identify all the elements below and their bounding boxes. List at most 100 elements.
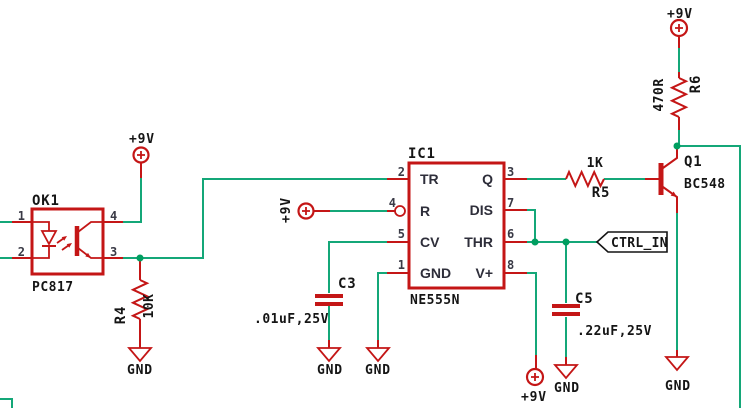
wire-dis-to-thr[interactable]	[527, 209, 536, 242]
r5-value[interactable]: 1K	[587, 156, 604, 171]
resistor-r4-symbol[interactable]: R4 10K	[113, 260, 157, 348]
vcc-topleft-circle-icon	[132, 146, 150, 164]
opto-pin-number-3: 3	[110, 245, 117, 259]
vcc-topright-plus-icon	[675, 24, 683, 32]
ic1-pin-name-tr: TR	[420, 171, 439, 187]
ic1-left-pin-stubs	[387, 178, 409, 274]
ic1-pin-number-4: 4	[389, 196, 396, 210]
ic1-pin-name-thr: THR	[464, 234, 493, 250]
ic1-pin-name-gnd: GND	[420, 265, 451, 281]
ic1-right-pin-stubs	[504, 178, 527, 274]
light-arrow-2-head	[66, 243, 72, 248]
vcc-bottom-label[interactable]: +9V	[521, 390, 547, 405]
r5-zigzag	[565, 169, 605, 189]
q1-value[interactable]: BC548	[684, 177, 726, 192]
vcc-bottom-circle-icon	[525, 367, 545, 387]
gnd-r4-label[interactable]: GND	[127, 363, 153, 378]
vcc-symbol-topright[interactable]: +9V	[667, 7, 693, 48]
capacitor-c3-symbol[interactable]: C3 .01uF,25V	[254, 276, 356, 348]
net-label-ctrl-in[interactable]: CTRL_IN	[595, 231, 668, 253]
junction-dot-thr-c5	[562, 238, 570, 246]
gnd-q1-arrow-icon	[664, 356, 690, 372]
gnd-c3-label[interactable]: GND	[317, 363, 343, 378]
wire-opto-out-to-trigger[interactable]	[123, 178, 387, 259]
ic1-ref[interactable]: IC1	[408, 146, 436, 162]
gnd-q1-label[interactable]: GND	[665, 379, 691, 394]
phototransistor-emitter-arrow	[85, 252, 91, 258]
r4-zigzag	[130, 279, 150, 320]
gnd-symbol-c3[interactable]: GND	[316, 347, 343, 378]
optocoupler-ok1-symbol[interactable]: OK1 PC817 1 2 4 3	[12, 193, 123, 295]
opto-pin-number-2: 2	[18, 245, 25, 259]
gnd-symbol-ic[interactable]: GND	[365, 340, 391, 378]
net-label-text[interactable]: CTRL_IN	[611, 236, 668, 251]
c3-value[interactable]: .01uF,25V	[254, 312, 329, 327]
gnd-ic-arrow-icon	[365, 347, 391, 363]
led-triangle-icon	[40, 230, 58, 246]
gnd-c5-arrow-icon	[553, 364, 579, 380]
c3-ref[interactable]: C3	[338, 276, 356, 292]
optocoupler-pin-stubs	[12, 221, 123, 259]
ic1-pin-number-1: 1	[398, 258, 405, 272]
vcc-reset-label[interactable]: +9V	[279, 197, 294, 223]
ic1-pin-name-r: R	[420, 203, 430, 219]
led-cathode-lead	[32, 246, 50, 259]
wire-icgnd-to-gnd[interactable]	[377, 272, 387, 340]
opto-pin-number-4: 4	[110, 209, 117, 223]
wire-cv-to-c3[interactable]	[328, 241, 387, 293]
resistor-r5-symbol[interactable]: 1K R5	[565, 156, 610, 201]
net-label-shape	[595, 231, 668, 253]
ic1-pin-number-5: 5	[398, 227, 405, 241]
ic1-pin-number-2: 2	[398, 165, 405, 179]
gnd-symbol-c5[interactable]: GND	[553, 364, 580, 396]
wire-vplus-to-vcc[interactable]	[527, 272, 537, 355]
vcc-reset-plus-icon	[302, 207, 310, 215]
ic1-pin-number-6: 6	[507, 227, 514, 241]
opto-pin-number-1: 1	[18, 209, 25, 223]
gnd-symbol-r4[interactable]: GND	[127, 347, 153, 378]
c5-ref[interactable]: C5	[575, 291, 593, 307]
junction-dot-r6-collector	[673, 142, 681, 150]
phototransistor-collector	[77, 221, 103, 233]
q1-ref[interactable]: Q1	[684, 154, 702, 170]
gnd-r4-arrow-icon	[127, 347, 153, 363]
ic1-body	[407, 161, 506, 290]
ic1-pin-name-q: Q	[482, 171, 493, 187]
gnd-c5-label[interactable]: GND	[554, 381, 580, 396]
vcc-reset-circle-icon	[297, 202, 315, 220]
q1-emitter	[662, 186, 678, 213]
ic1-pin-name-vplus: V+	[475, 265, 493, 281]
r6-zigzag	[669, 77, 689, 118]
gnd-symbol-q1[interactable]: GND	[664, 350, 691, 394]
timer-ic1-symbol[interactable]: IC1 NE555N TR R CV GND Q DIS THR V+ 2 4 …	[387, 146, 527, 308]
q1-collector	[662, 146, 678, 169]
gnd-ic-label[interactable]: GND	[365, 363, 391, 378]
vcc-symbol-reset[interactable]: +9V	[279, 197, 330, 223]
transistor-q1-symbol[interactable]: Q1 BC548	[645, 146, 726, 213]
ic1-pin-number-3: 3	[507, 165, 514, 179]
gnd-c3-arrow-icon	[316, 347, 342, 363]
vcc-symbol-topleft[interactable]: +9V	[129, 132, 155, 178]
vcc-topright-label[interactable]: +9V	[667, 7, 693, 22]
wire-bottom-left-stub[interactable]	[0, 398, 13, 408]
optocoupler-value[interactable]: PC817	[32, 280, 74, 295]
ic1-value[interactable]: NE555N	[410, 293, 460, 308]
r6-ref[interactable]: R6	[688, 75, 704, 93]
vcc-topleft-label[interactable]: +9V	[129, 132, 155, 147]
ic1-pin-number-8: 8	[507, 258, 514, 272]
r5-ref[interactable]: R5	[592, 185, 610, 201]
c5-value[interactable]: .22uF,25V	[577, 324, 652, 339]
vcc-topright-circle-icon	[669, 18, 689, 38]
capacitor-c5-symbol[interactable]: C5 .22uF,25V	[552, 291, 652, 365]
wire-opto-pin4-to-vcc[interactable]	[123, 178, 142, 223]
wire-collector-right-rail[interactable]	[677, 145, 741, 408]
vcc-symbol-bottom[interactable]: +9V	[521, 355, 547, 405]
resistor-r6-symbol[interactable]: 470R R6	[652, 72, 704, 130]
r4-value[interactable]: 10K	[142, 294, 157, 319]
optocoupler-ref[interactable]: OK1	[32, 193, 60, 209]
r6-value[interactable]: 470R	[652, 78, 667, 111]
r4-ref[interactable]: R4	[113, 306, 129, 324]
ic1-pin-name-dis: DIS	[470, 202, 493, 218]
optocoupler-body	[30, 207, 105, 276]
